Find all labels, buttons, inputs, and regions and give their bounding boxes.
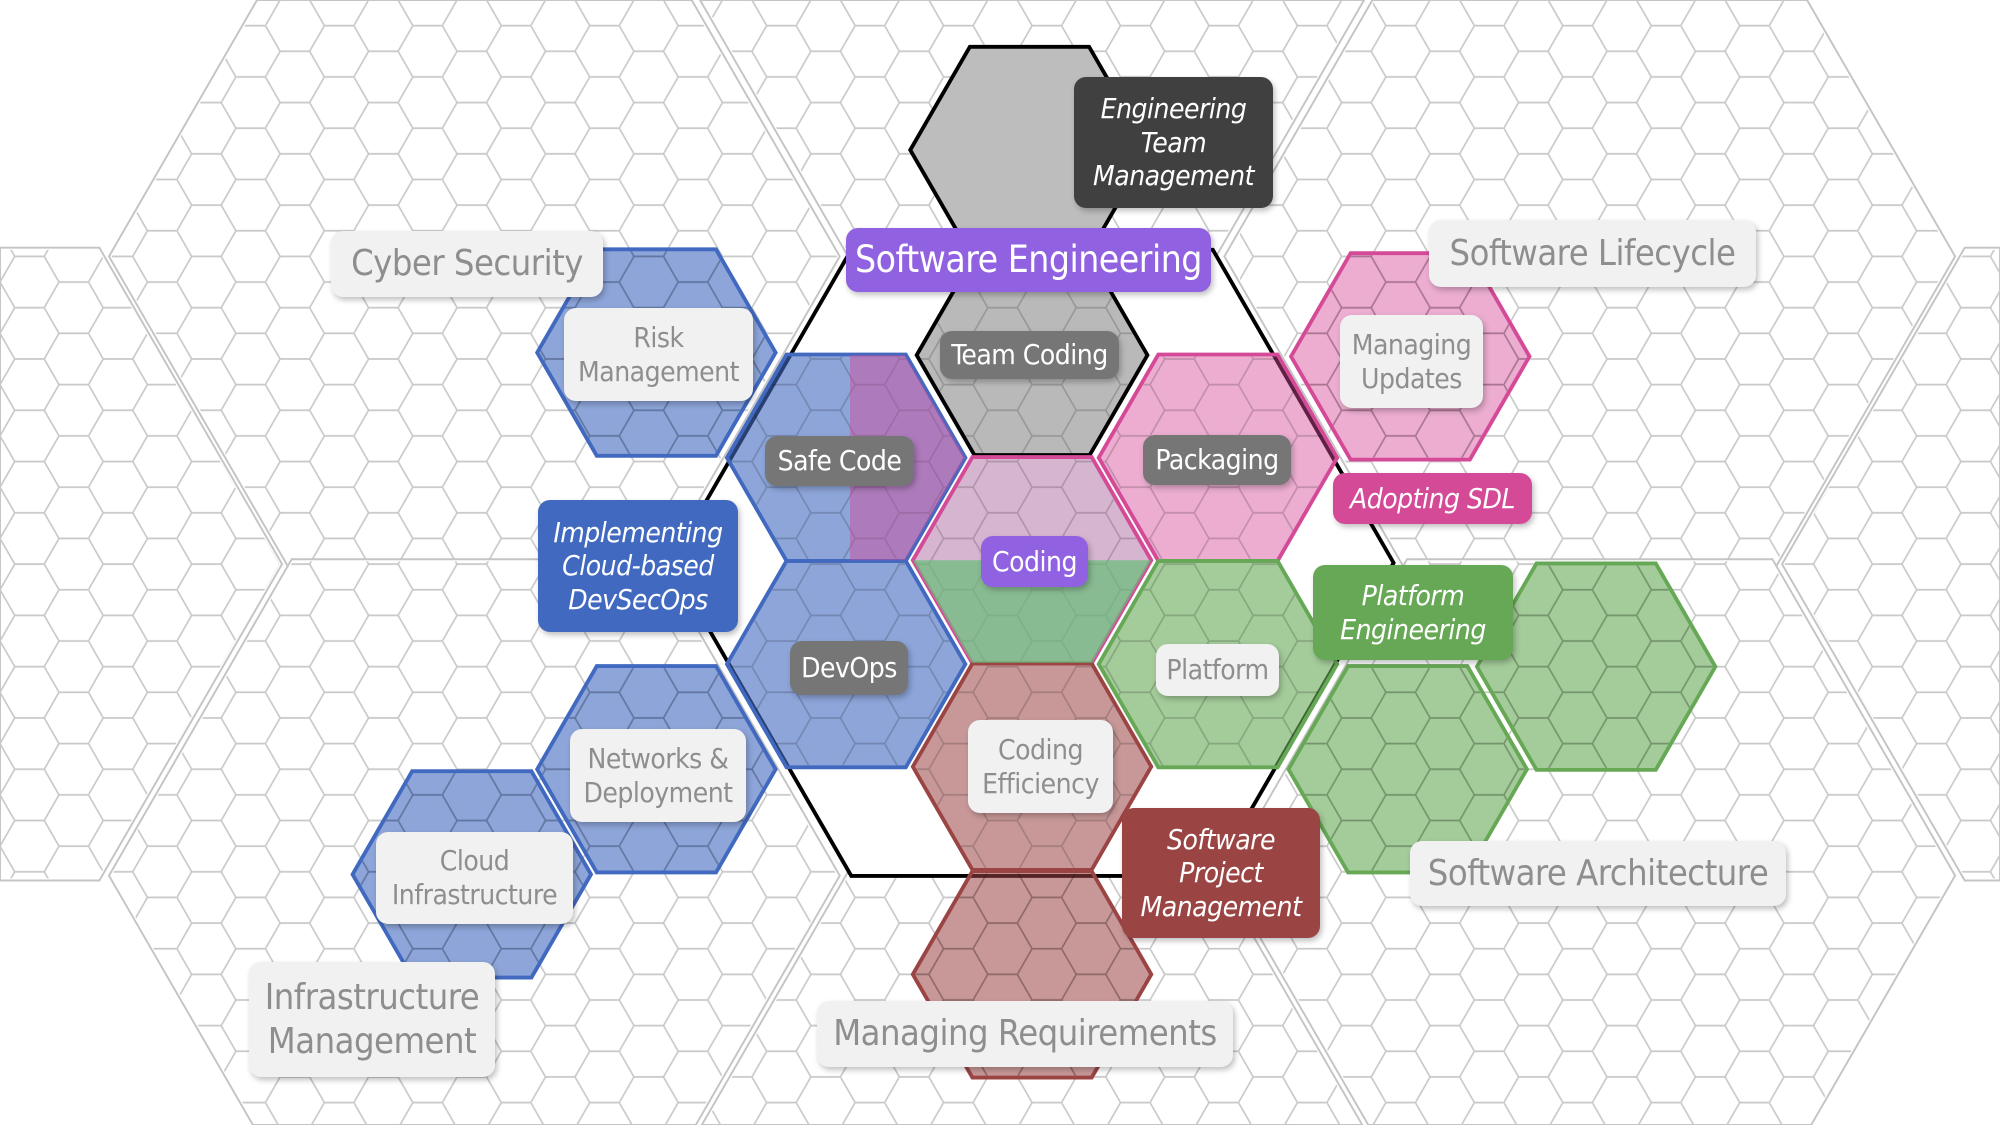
topic-team-coding[interactable]: Team Coding	[940, 331, 1119, 379]
topic-safe-code[interactable]: Safe Code	[765, 436, 914, 486]
topic-risk-management[interactable]: Risk Management	[564, 308, 753, 401]
domain-label-software-architecture[interactable]: Software Architecture	[1410, 841, 1786, 906]
domain-label-software-lifecycle[interactable]: Software Lifecycle	[1429, 220, 1756, 287]
topic-devops[interactable]: DevOps	[790, 641, 908, 695]
background-domain-hex-grid	[1784, 249, 2000, 879]
topic-managing-updates[interactable]: Managing Updates	[1340, 315, 1483, 408]
topic-networks-deployment[interactable]: Networks & Deployment	[570, 729, 746, 822]
domain-label-managing-requirements[interactable]: Managing Requirements	[817, 1001, 1233, 1067]
platform-engineering-hex-2-grid	[1291, 668, 1525, 871]
topic-platform-engineering[interactable]: Platform Engineering	[1313, 565, 1513, 660]
topic-software-project-management[interactable]: Software Project Management	[1122, 808, 1320, 938]
topic-platform[interactable]: Platform	[1156, 644, 1279, 696]
center-label-software-engineering[interactable]: Software Engineering	[846, 228, 1211, 292]
topic-adopting-sdl[interactable]: Adopting SDL	[1333, 473, 1532, 524]
coding-green-overlay	[912, 560, 1152, 663]
domain-label-cyber-security[interactable]: Cyber Security	[331, 231, 603, 297]
background-domain-hex-grid	[0, 249, 280, 879]
topic-coding[interactable]: Coding	[981, 536, 1088, 587]
platform-engineering-hex-1-grid	[1479, 565, 1713, 768]
topic-engineering-team-management[interactable]: Engineering Team Management	[1074, 77, 1273, 208]
domain-label-infrastructure-management[interactable]: Infrastructure Management	[249, 962, 495, 1077]
topic-packaging[interactable]: Packaging	[1143, 435, 1291, 485]
topic-coding-efficiency[interactable]: Coding Efficiency	[968, 720, 1113, 813]
topic-cloud-infrastructure[interactable]: Cloud Infrastructure	[376, 832, 573, 924]
topic-implementing-cloud-based-devsecops[interactable]: Implementing Cloud-based DevSecOps	[538, 500, 738, 632]
